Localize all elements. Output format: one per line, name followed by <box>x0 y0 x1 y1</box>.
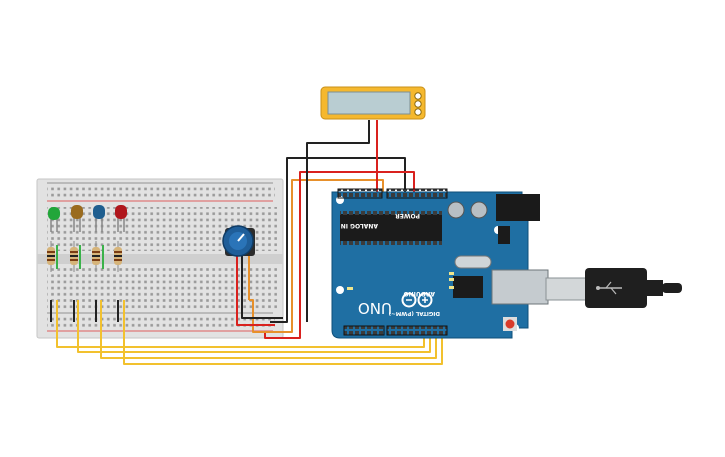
wire-yellow-4 <box>123 300 443 365</box>
resistor-2 <box>70 241 78 272</box>
led-green <box>48 207 60 232</box>
resistor-1 <box>47 241 55 272</box>
leds <box>48 205 127 232</box>
digital-header-label: DIGITAL (PWM~) <box>388 310 440 316</box>
resistor-4 <box>114 241 122 272</box>
led-blue <box>93 205 105 232</box>
arduino-logo-icon <box>401 292 433 308</box>
potentiometer[interactable] <box>222 225 255 257</box>
usb-icon <box>596 281 622 295</box>
wire-black-meter <box>306 120 370 322</box>
wire-red-5v <box>264 171 415 339</box>
led-yellow <box>71 205 83 232</box>
wire-orange-pot <box>248 179 384 333</box>
resistors <box>47 241 122 272</box>
arduino-board[interactable]: ANALOG IN POWER DIGITAL (PWM~) UNO ARDUI… <box>331 188 549 339</box>
usb-cable <box>545 268 682 308</box>
analog-label: ANALOG IN <box>341 222 378 229</box>
wire-black-gnd <box>270 157 406 323</box>
multimeter[interactable] <box>320 86 426 120</box>
resistor-3 <box>92 241 100 272</box>
wire-black-pot <box>241 256 283 319</box>
uno-label: UNO <box>358 299 392 317</box>
wire-yellow-3 <box>100 300 437 359</box>
wire-red-pot <box>236 256 275 326</box>
led-red <box>115 205 127 232</box>
power-label: POWER <box>395 212 420 219</box>
brand-label: ARDUINO <box>404 290 435 297</box>
